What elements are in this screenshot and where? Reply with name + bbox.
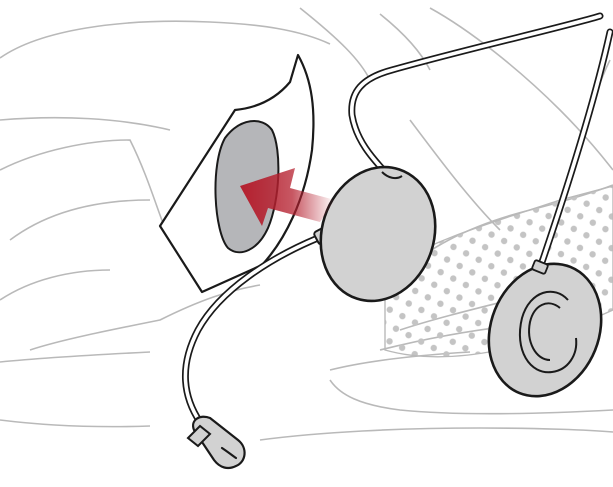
- plug-connector: [188, 417, 245, 468]
- left-speaker-cable-top: [352, 16, 600, 175]
- cable-highlight: [352, 16, 600, 175]
